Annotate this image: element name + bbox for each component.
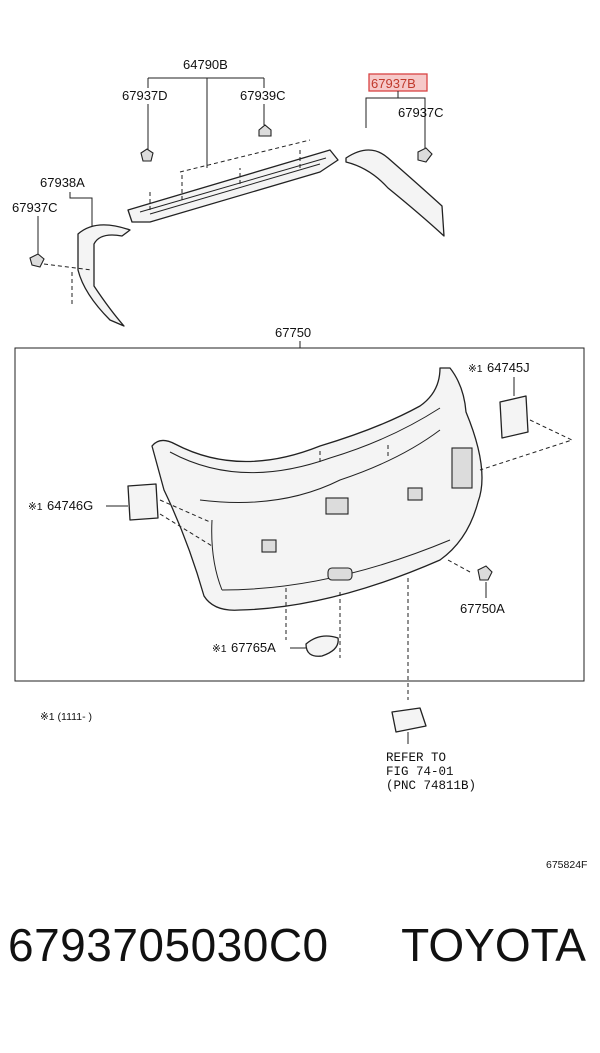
clip-67937C-right	[417, 147, 433, 163]
clip-67937C-left	[29, 253, 45, 268]
callout-67765A[interactable]: 67765A	[231, 640, 276, 655]
note-mark-67765A: ※1	[212, 643, 227, 655]
callout-67750[interactable]: 67750	[275, 325, 311, 340]
leader-67937B	[365, 91, 426, 140]
callout-64746G[interactable]: 64746G	[47, 498, 93, 513]
trim-boss-2	[407, 487, 423, 501]
callout-67937D[interactable]: 67937D	[122, 88, 168, 103]
refer-line-1: REFER TO	[386, 751, 446, 765]
note-mark-64745J: ※1	[468, 363, 483, 375]
side-garnish-67937B	[345, 149, 445, 237]
upper-trim-64790B	[127, 149, 339, 223]
trim-handle-recess	[327, 567, 353, 581]
door-trim-67750	[151, 367, 483, 611]
callout-67939C[interactable]: 67939C	[240, 88, 286, 103]
cover-67765A	[305, 635, 339, 657]
clip-67939C	[258, 124, 272, 137]
clip-64746G	[127, 483, 159, 521]
clip-64745J	[499, 395, 529, 439]
callout-64745J[interactable]: 64745J	[487, 360, 530, 375]
refer-line-2: FIG 74-01	[386, 765, 454, 779]
clip-67750A	[477, 565, 493, 581]
handle-74811B	[391, 707, 427, 733]
trim-boss-3	[261, 539, 277, 553]
callout-67937B[interactable]: 67937B	[371, 76, 416, 91]
callout-67937C-left[interactable]: 67937C	[12, 200, 58, 215]
side-garnish-67938A	[77, 224, 131, 327]
footnote: ※1 (1111- )	[40, 711, 92, 723]
note-mark-64746G: ※1	[28, 501, 43, 513]
figure-code: 675824F	[546, 859, 587, 871]
clip-67937D	[140, 148, 154, 162]
part-number: 6793705030C0	[8, 919, 329, 971]
refer-line-3: (PNC 74811B)	[386, 779, 476, 793]
brand-name: TOYOTA	[401, 919, 586, 971]
trim-pocket	[451, 447, 473, 489]
parts-diagram: 64790B 67937D 67939C 67937B 67937C 67938…	[12, 57, 587, 871]
callout-67750A[interactable]: 67750A	[460, 601, 505, 616]
callout-64790B[interactable]: 64790B	[183, 57, 228, 72]
assembly-frame	[14, 347, 585, 682]
trim-boss-1	[325, 497, 349, 515]
callout-67937C-right[interactable]: 67937C	[398, 105, 444, 120]
callout-67938A[interactable]: 67938A	[40, 175, 85, 190]
